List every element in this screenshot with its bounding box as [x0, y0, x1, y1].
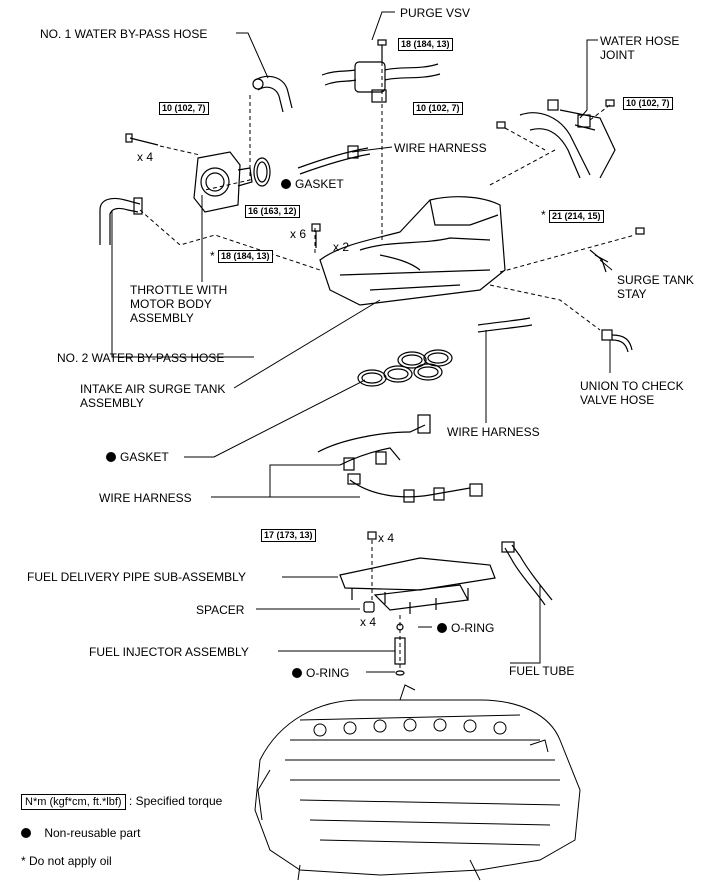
asterisk-surge-nut: * — [210, 249, 215, 263]
nonreusable-dot-icon — [21, 828, 31, 838]
label-no1-water-bypass-hose: NO. 1 WATER BY-PASS HOSE — [40, 27, 208, 41]
label-throttle-body: THROTTLE WITH MOTOR BODY ASSEMBLY — [130, 283, 228, 325]
label-fuel-delivery-pipe: FUEL DELIVERY PIPE SUB-ASSEMBLY — [27, 570, 246, 584]
no2-water-bypass-hose-part — [99, 197, 143, 245]
nonreusable-dot-icon — [281, 179, 291, 189]
count-surge-bolts: x 6 — [290, 227, 307, 241]
legend-torque: N*m (kgf*cm, ft.*lbf) : Specified torque — [21, 794, 222, 810]
label-union-check-valve-hose: UNION TO CHECK VALVE HOSE — [580, 379, 684, 407]
throttle-body-part — [193, 151, 271, 213]
wire-harness-mid-part — [477, 317, 533, 333]
water-hose-joint-part — [519, 99, 616, 179]
label-gasket-throttle: GASKET — [281, 177, 344, 191]
injector-parts — [363, 601, 406, 676]
legend-torque-desc: : Specified torque — [128, 794, 223, 808]
torque-surge-tank-nut: 18 (184, 13) — [218, 250, 273, 263]
label-water-hose-joint: WATER HOSE JOINT — [600, 34, 680, 62]
legend-torque-box: N*m (kgf*cm, ft.*lbf) — [21, 794, 126, 810]
label-wire-harness-mid: WIRE HARNESS — [447, 425, 540, 439]
label-fuel-injector: FUEL INJECTOR ASSEMBLY — [89, 645, 249, 659]
fuel-delivery-pipe-part — [339, 557, 496, 614]
leader-lines — [111, 11, 613, 673]
torque-throttle-bolt: 10 (102, 7) — [159, 102, 209, 115]
torque-stay-bolt: 21 (214, 15) — [549, 210, 604, 223]
label-gasket-manifold: GASKET — [106, 450, 169, 464]
label-surge-tank-stay: SURGE TANK STAY — [617, 273, 694, 301]
legend-nonreusable: Non-reusable part — [21, 826, 140, 840]
count-surge-nuts: x 2 — [333, 240, 350, 254]
label-oring-lower-text: O-RING — [306, 666, 350, 680]
union-check-valve-hose-part — [601, 329, 633, 353]
nonreusable-dot-icon — [106, 452, 116, 462]
fuel-tube-part — [501, 541, 553, 606]
engine-block-sketch — [254, 684, 581, 881]
legend-nonreusable-text: Non-reusable part — [44, 826, 141, 840]
surge-tank-part — [319, 196, 506, 306]
count-spacers: x 4 — [360, 615, 377, 629]
label-oring-upper: O-RING — [437, 621, 494, 635]
surge-tank-stay-part — [589, 249, 609, 273]
torque-purge-vsv-bolt: 18 (184, 13) — [398, 38, 453, 51]
count-pipe-bolts: x 4 — [378, 531, 395, 545]
legend-no-oil: * Do not apply oil — [21, 854, 112, 868]
asterisk-stay-bolt: * — [541, 208, 546, 222]
no1-water-bypass-hose-part — [252, 75, 293, 113]
label-wire-harness-top: WIRE HARNESS — [394, 141, 487, 155]
label-spacer: SPACER — [196, 603, 245, 617]
label-wire-harness-low: WIRE HARNESS — [99, 491, 192, 505]
nonreusable-dot-icon — [292, 668, 302, 678]
label-intake-air-surge-tank: INTAKE AIR SURGE TANK ASSEMBLY — [80, 382, 226, 410]
torque-delivery-pipe-bolt: 17 (173, 13) — [261, 529, 316, 542]
torque-water-joint-right: 10 (102, 7) — [623, 97, 673, 110]
wire-harness-top-part — [297, 145, 371, 175]
label-oring-lower: O-RING — [292, 666, 349, 680]
torque-water-joint-left: 10 (102, 7) — [413, 102, 463, 115]
nonreusable-dot-icon — [437, 623, 447, 633]
label-oring-upper-text: O-RING — [451, 621, 495, 635]
gasket-intake-part — [357, 349, 453, 387]
bolts — [125, 99, 645, 540]
label-purge-vsv: PURGE VSV — [400, 6, 471, 20]
wire-harness-low-part — [317, 414, 483, 503]
torque-surge-tank-bolt: 16 (163, 12) — [245, 205, 300, 218]
label-gasket-throttle-text: GASKET — [295, 177, 344, 191]
label-gasket-manifold-text: GASKET — [120, 450, 169, 464]
count-throttle-bolts: x 4 — [137, 150, 154, 164]
label-no2-water-bypass-hose: NO. 2 WATER BY-PASS HOSE — [57, 351, 225, 365]
label-fuel-tube: FUEL TUBE — [509, 664, 575, 678]
purge-vsv-part — [321, 39, 441, 103]
